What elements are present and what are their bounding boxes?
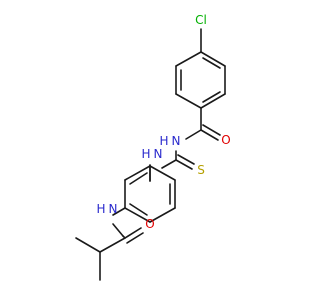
bond-double (177, 154, 195, 165)
bond (75, 237, 101, 253)
bond (185, 129, 202, 140)
bond (99, 237, 126, 253)
atom-oxygen: O (145, 217, 154, 231)
bond (175, 51, 202, 67)
bond-double (202, 124, 221, 136)
atom-sulfur: S (197, 163, 205, 177)
bonds (75, 28, 226, 281)
bond (112, 223, 124, 237)
atom-oxygen: O (221, 133, 230, 147)
bond (124, 227, 142, 239)
bond-aromatic (129, 172, 148, 185)
molecule-structure: Cl O N H S N H N H O (75, 13, 231, 281)
atom-chlorine: Cl (195, 13, 207, 27)
bond (175, 159, 193, 170)
bond-aromatic (202, 91, 221, 103)
bond (124, 207, 151, 223)
atom-nitrogen: N (109, 202, 118, 216)
bond-aromatic (129, 203, 148, 216)
molecule-diagram: Cl O N H S N H N H O (75, 13, 231, 281)
bond (112, 207, 126, 216)
atom-nitrogen: N (154, 147, 163, 161)
atom-nitrogen: N (172, 134, 181, 148)
atom-hydrogen: H (159, 134, 168, 148)
bond (200, 51, 226, 67)
bond (149, 165, 176, 181)
bond (200, 129, 219, 141)
bond (200, 93, 226, 109)
bond-double (126, 232, 144, 244)
bond (149, 207, 176, 223)
atom-labels: Cl O N H S N H N H O (96, 13, 230, 231)
bond (175, 93, 202, 109)
atom-hydrogen: H (96, 202, 105, 216)
bond (124, 165, 151, 181)
atom-hydrogen: H (141, 147, 150, 161)
bond (161, 159, 177, 169)
bond-aromatic (202, 57, 221, 69)
